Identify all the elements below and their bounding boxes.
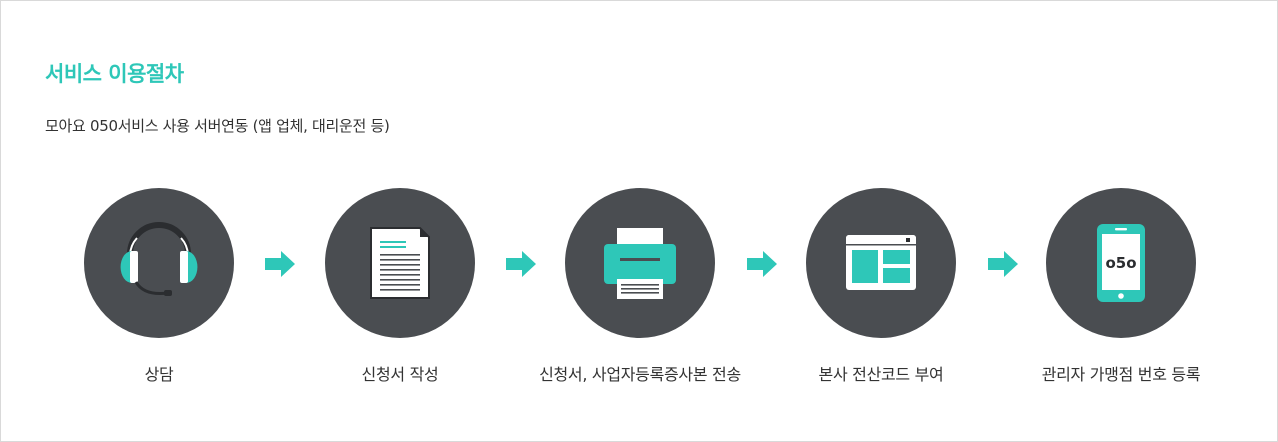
arrow-right-icon xyxy=(265,251,295,277)
step-2-circle xyxy=(325,188,475,338)
arrow-right-icon xyxy=(988,251,1018,277)
document-icon xyxy=(370,227,430,299)
step-1-label: 상담 xyxy=(144,365,174,384)
step-4-label: 본사 전산코드 부여 xyxy=(818,365,944,384)
arrow-right-icon xyxy=(506,251,536,277)
headset-icon xyxy=(120,222,198,296)
step-1-circle xyxy=(84,188,234,338)
step-5-label: 관리자 가맹점 번호 등록 xyxy=(1041,365,1201,384)
fax-printer-icon xyxy=(604,228,676,299)
arrow-right-icon xyxy=(747,251,777,277)
step-2-label: 신청서 작성 xyxy=(361,365,439,384)
step-5-circle: o5o xyxy=(1046,188,1196,338)
step-3-label: 신청서, 사업자등록증사본 전송 xyxy=(539,365,741,384)
page-subtitle: 모아요 050서비스 사용 서버연동 (앱 업체, 대리운전 등) xyxy=(45,117,390,135)
mobile-phone-icon: o5o xyxy=(1097,224,1145,302)
page-title: 서비스 이용절차 xyxy=(45,62,184,86)
step-3-circle xyxy=(565,188,715,338)
browser-window-icon xyxy=(846,235,916,290)
step-4-circle xyxy=(806,188,956,338)
phone-050-text: o5o xyxy=(1105,254,1136,272)
